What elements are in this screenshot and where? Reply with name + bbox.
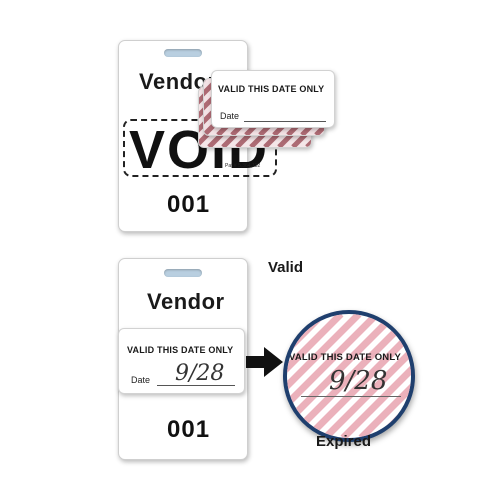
valid-date-sticker-top: VALID THIS DATE ONLY Date bbox=[211, 70, 335, 128]
expired-caption: Expired bbox=[316, 433, 372, 450]
stripe bbox=[304, 329, 411, 438]
zoom-circle: VALID THIS DATE ONLY 9/28 bbox=[283, 310, 415, 442]
stripe bbox=[291, 125, 311, 147]
valid-caption: Valid bbox=[268, 259, 304, 276]
right-arrow-icon bbox=[246, 347, 283, 377]
sticker-heading: VALID THIS DATE ONLY bbox=[218, 84, 325, 94]
zoom-handwritten-date: 9/28 bbox=[329, 366, 388, 396]
stripe bbox=[287, 314, 411, 438]
date-line bbox=[244, 121, 326, 122]
sticker-heading: VALID THIS DATE ONLY bbox=[127, 345, 234, 355]
date-line bbox=[157, 385, 235, 386]
patent-number: Pat # 5,364,132 bbox=[225, 163, 261, 169]
badge-title: Vendor bbox=[147, 289, 225, 314]
expired-stripe-pattern bbox=[287, 314, 411, 438]
stripe bbox=[340, 365, 411, 438]
valid-date-sticker-bottom: VALID THIS DATE ONLY Date 9/28 bbox=[118, 328, 245, 394]
handwritten-date: 9/28 bbox=[175, 361, 225, 386]
stripe bbox=[287, 314, 344, 373]
badge-slot bbox=[164, 49, 202, 57]
stripe bbox=[358, 383, 411, 438]
stripe bbox=[287, 314, 398, 427]
zoom-heading: VALID THIS DATE ONLY bbox=[289, 352, 402, 363]
sticker-date-label: Date bbox=[220, 111, 240, 121]
badge-slot bbox=[164, 269, 202, 277]
badge-number: 001 bbox=[167, 416, 211, 443]
sticker-date-label: Date bbox=[131, 375, 151, 385]
zoom-date-line bbox=[301, 396, 401, 397]
stripe bbox=[204, 79, 220, 97]
stripe bbox=[322, 347, 411, 438]
stripe bbox=[287, 314, 380, 409]
stripe bbox=[287, 314, 362, 391]
badge-number: 001 bbox=[167, 191, 211, 218]
stripe bbox=[376, 401, 411, 438]
stripe bbox=[287, 314, 326, 355]
